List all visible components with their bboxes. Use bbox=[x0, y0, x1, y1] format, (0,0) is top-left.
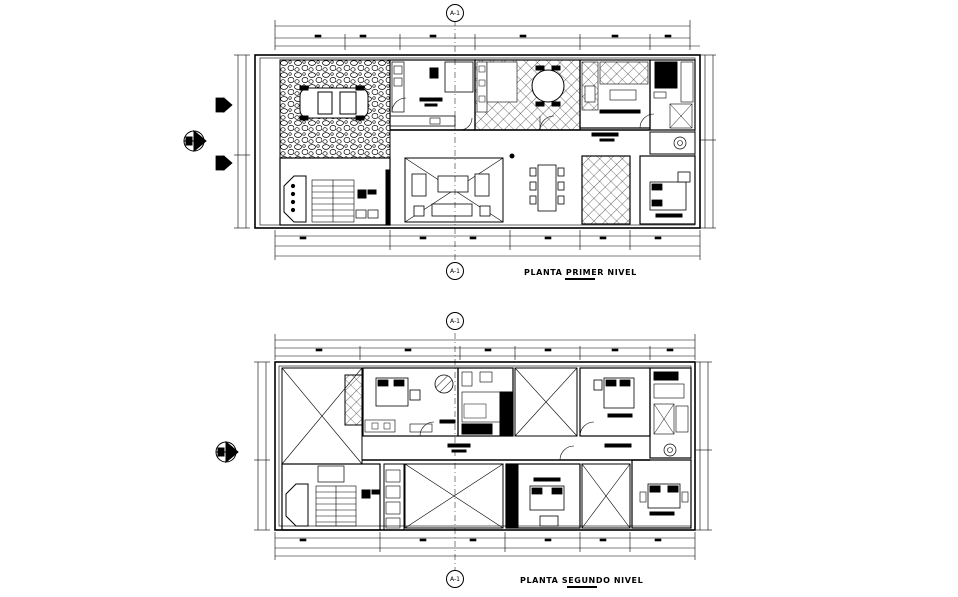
dimension-lines-sides bbox=[254, 361, 712, 531]
bed-icon bbox=[593, 377, 635, 409]
bed-icon bbox=[375, 377, 421, 407]
plan-segundo-nivel bbox=[215, 320, 712, 582]
outer-wall bbox=[274, 361, 696, 531]
void-bottom bbox=[404, 463, 504, 529]
section-marker-icon: A-1 bbox=[446, 570, 464, 588]
dining-table-icon bbox=[529, 164, 565, 212]
kitchen-island bbox=[444, 61, 474, 93]
car-icon bbox=[299, 85, 369, 121]
plan-title-segundo-nivel: PLANTA SEGUNDO NIVEL bbox=[520, 576, 643, 588]
title-underline bbox=[565, 278, 596, 280]
dimension-lines-top bbox=[274, 334, 696, 360]
bed-icon bbox=[649, 171, 691, 211]
dimension-lines-bottom bbox=[274, 230, 701, 260]
north-arrow-icon bbox=[215, 440, 239, 464]
plan-primer-nivel bbox=[183, 20, 716, 262]
entry-marker-icon bbox=[215, 97, 233, 171]
section-marker-icon: A-1 bbox=[446, 312, 464, 330]
stair-icon bbox=[315, 485, 357, 527]
stair-icon bbox=[311, 179, 355, 223]
void-center bbox=[514, 367, 578, 437]
section-marker-icon: A-1 bbox=[446, 4, 464, 22]
patio-crosshatch bbox=[581, 155, 631, 225]
section-marker-icon: A-1 bbox=[446, 262, 464, 280]
dimension-lines-top bbox=[274, 20, 700, 50]
plan-title-text: PLANTA SEGUNDO NIVEL bbox=[520, 576, 644, 585]
plan-title-text: PLANTA PRIMER NIVEL bbox=[524, 268, 637, 277]
bed-icon bbox=[529, 485, 565, 527]
sofa-icon bbox=[411, 173, 491, 217]
north-arrow-icon bbox=[183, 129, 207, 153]
round-table bbox=[531, 69, 565, 103]
living-room bbox=[404, 157, 504, 223]
title-underline bbox=[566, 586, 597, 588]
outer-wall bbox=[254, 54, 701, 229]
dimension-lines-bottom bbox=[274, 532, 696, 560]
void-right bbox=[581, 463, 631, 529]
dimension-lines-sides bbox=[234, 54, 716, 229]
plan-title-primer-nivel: PLANTA PRIMER NIVEL bbox=[524, 268, 637, 280]
